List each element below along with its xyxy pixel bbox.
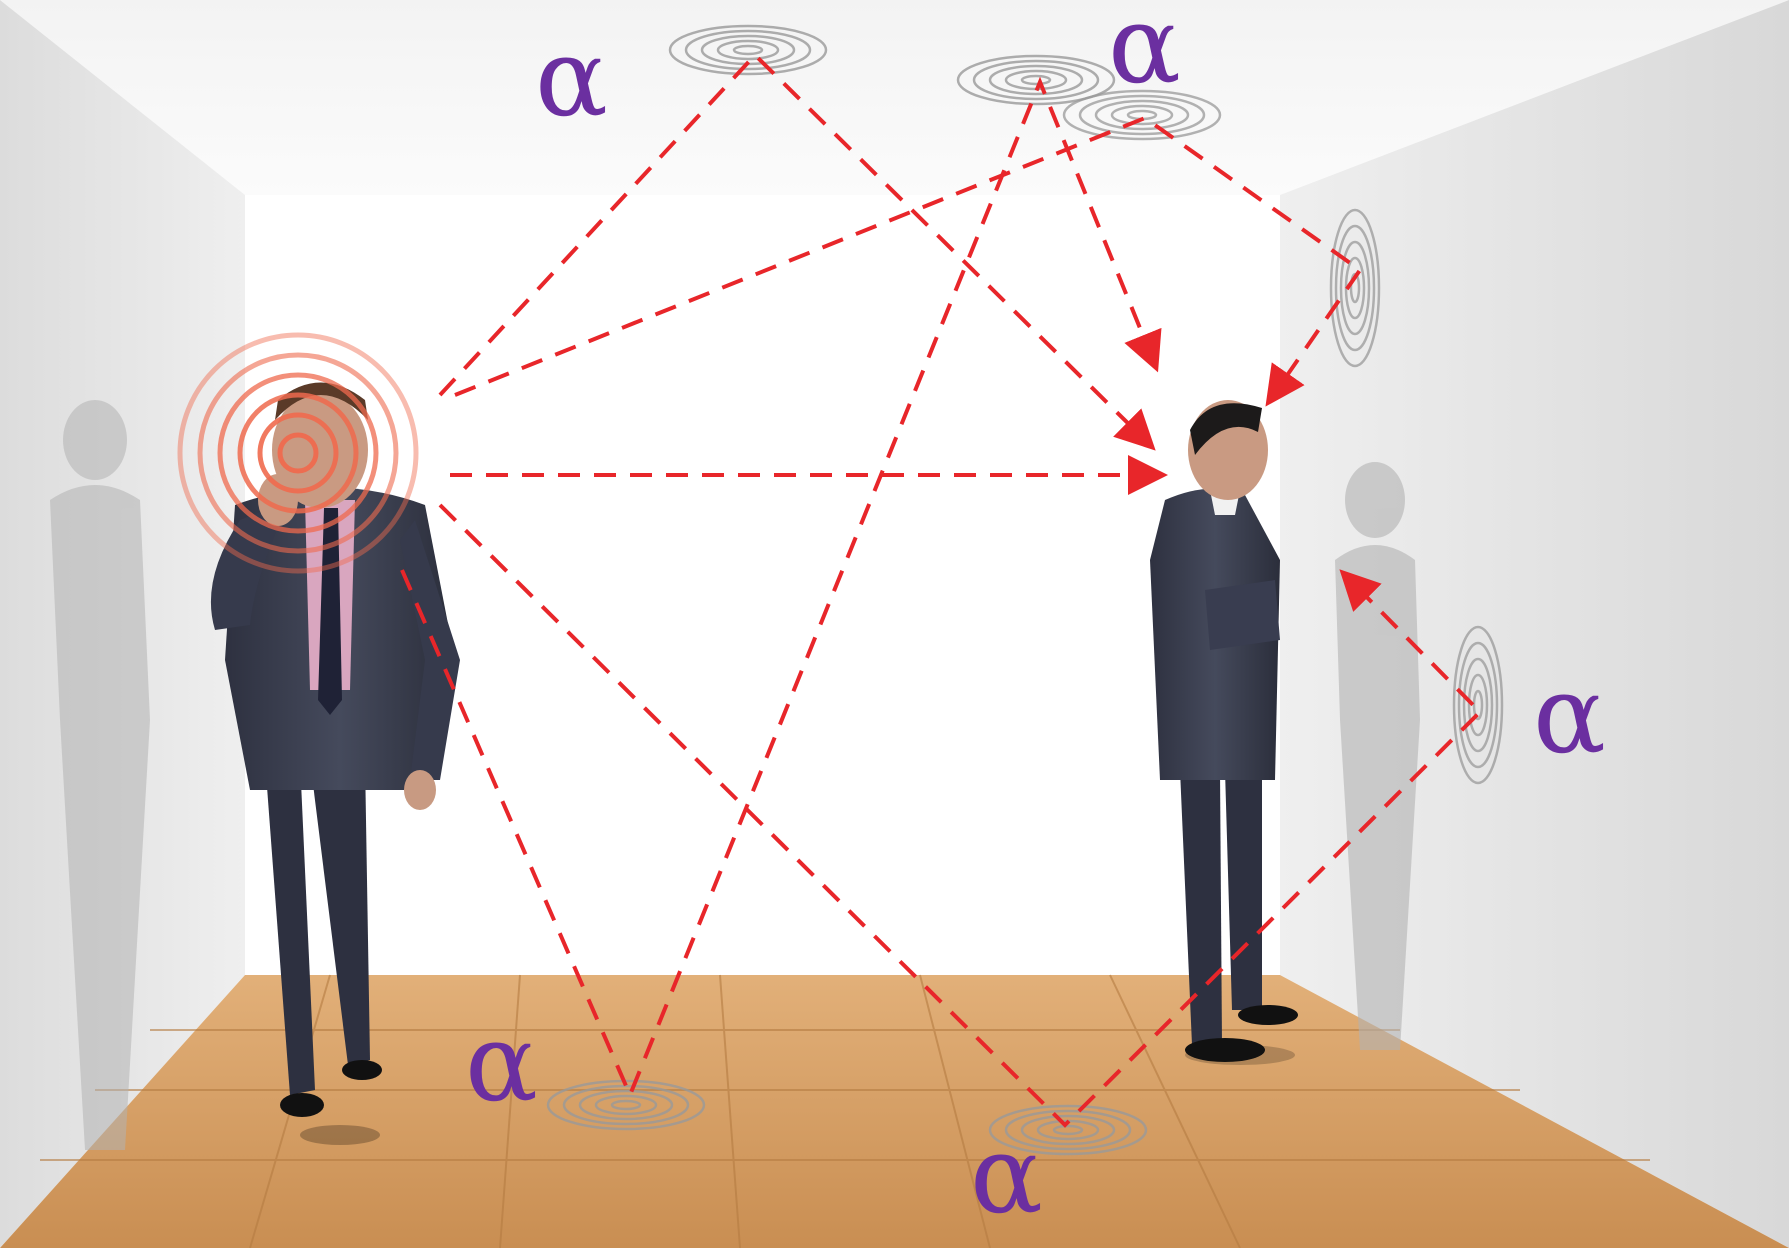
alpha-label-top-right: α <box>1108 0 1181 108</box>
right-wall-absorber-lower <box>1452 625 1504 785</box>
alpha-label-floor-center: α <box>970 1113 1043 1238</box>
listener-figure <box>1150 400 1298 1065</box>
ray-ceiling-3-wall <box>454 115 1363 407</box>
sound-rays <box>400 52 1483 1128</box>
wooden-floor <box>0 975 1789 1248</box>
ceiling <box>0 0 1789 195</box>
ceiling-absorber-3 <box>1062 89 1222 141</box>
alpha-label-floor-left: α <box>465 1001 538 1126</box>
ray-floor-wall <box>438 503 1483 1128</box>
right-wall-shadow <box>1335 462 1420 1050</box>
floor-absorber-center <box>988 1104 1148 1156</box>
ray-floor-ceiling <box>400 76 1162 1101</box>
ceiling-absorber-2 <box>956 54 1116 106</box>
right-wall <box>1280 0 1789 1248</box>
absorption-rings <box>546 24 1504 1156</box>
floor-absorber-left <box>546 1079 706 1131</box>
sound-source-rings <box>177 332 419 574</box>
alpha-labels: α α α α α <box>465 0 1606 1238</box>
alpha-label-top-left: α <box>535 16 608 141</box>
left-wall-shadow <box>50 400 150 1150</box>
ray-ceiling-1 <box>438 52 1156 451</box>
alpha-label-right-wall: α <box>1533 653 1606 778</box>
